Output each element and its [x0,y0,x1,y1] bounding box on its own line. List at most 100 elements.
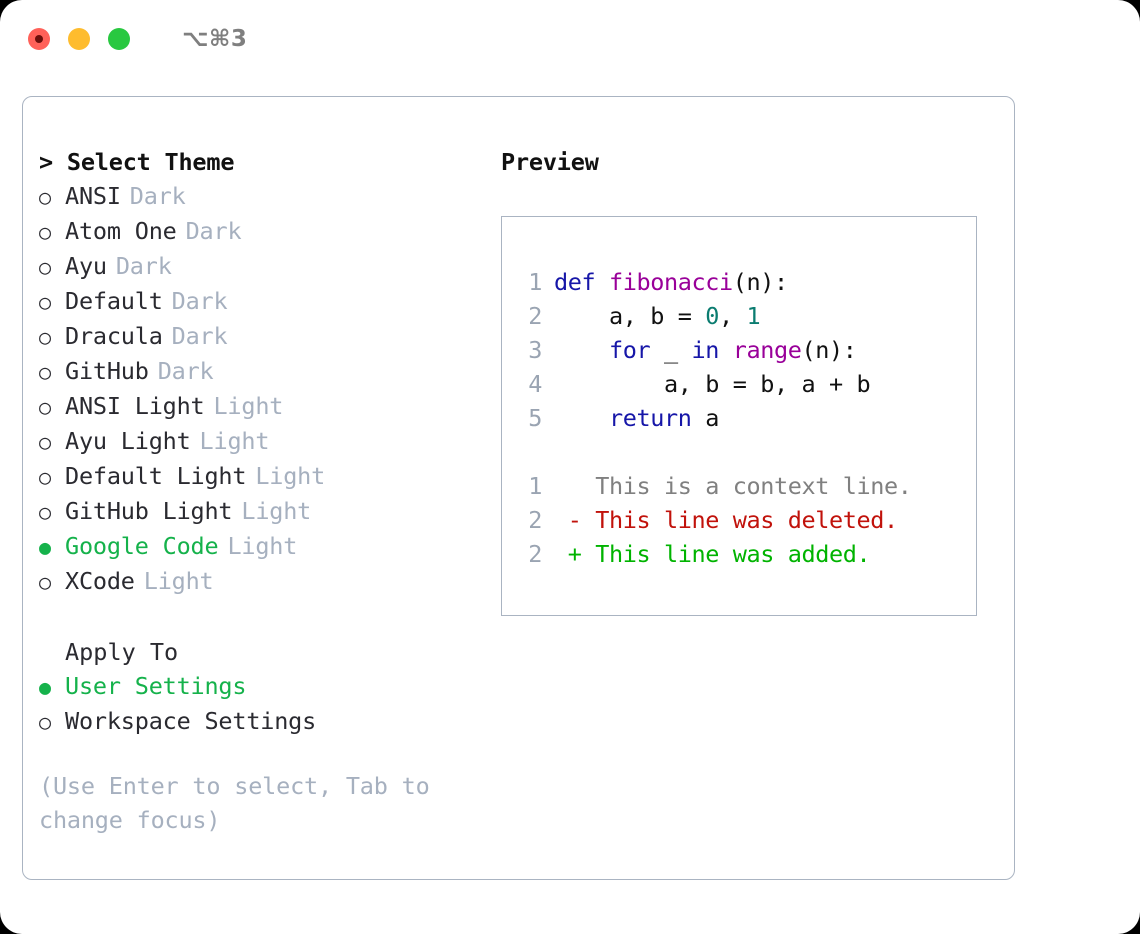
line-number: 3 [528,336,542,364]
hint-spacer [39,739,499,769]
theme-picker-column: > Select Theme ○ ANSI Dark ○ Atom One Da… [39,145,499,837]
theme-option-suffix: Light [199,427,270,455]
radio-icon[interactable]: ○ [39,220,51,244]
theme-option-github-dark[interactable]: ○ GitHub Dark [39,354,499,389]
diff-text: This is a context line. [581,472,912,500]
theme-option-google-code-light[interactable]: ● Google Code Light [39,529,499,564]
title-bar: ⌥⌘3 [0,0,1140,78]
theme-option-label: ANSI Light [65,392,205,420]
line-number: 2 [528,540,542,568]
theme-option-ansi-dark[interactable]: ○ ANSI Dark [39,179,499,214]
theme-option-suffix: Dark [115,252,172,280]
theme-option-label: Default Light [65,462,247,490]
radio-icon[interactable]: ○ [39,465,51,489]
theme-option-suffix: Dark [185,217,242,245]
code-token: , [718,302,747,330]
theme-option-suffix: Dark [129,182,186,210]
theme-option-suffix: Light [227,532,298,560]
theme-list: ○ ANSI Dark ○ Atom One Dark ○ Ayu Dark ○… [39,179,499,599]
diff-marker [554,472,582,500]
radio-icon[interactable]: ○ [39,430,51,454]
diff-line: 2 - This line was deleted. [520,503,911,537]
theme-option-label: Google Code [65,532,219,560]
theme-option-atom-one-dark[interactable]: ○ Atom One Dark [39,214,499,249]
code-token: _ [650,336,692,364]
code-token: fibonacci [609,268,733,296]
apply-to-option-user-settings[interactable]: ● User Settings [39,669,499,704]
diff-text: This line was deleted. [581,506,898,534]
code-line: 2 a, b = 0, 1 [520,299,911,333]
theme-option-label: Default [65,287,163,315]
radio-icon-selected[interactable]: ● [39,675,51,699]
diff-line: 1 This is a context line. [520,469,912,503]
theme-option-suffix: Dark [171,322,228,350]
theme-option-ayu-light[interactable]: ○ Ayu Light Light [39,424,499,459]
code-token: (n): [732,268,788,296]
theme-option-label: ANSI [65,182,121,210]
theme-option-default-dark[interactable]: ○ Default Dark [39,284,499,319]
radio-icon[interactable]: ○ [39,325,51,349]
apply-to-option-label: Workspace Settings [65,707,317,735]
theme-option-default-light[interactable]: ○ Default Light Light [39,459,499,494]
apply-to-option-label: User Settings [65,672,247,700]
line-number: 4 [528,370,542,398]
keyboard-hint-text: (Use Enter to select, Tab to change focu… [39,772,444,834]
radio-icon[interactable]: ○ [39,395,51,419]
apply-to-list: ● User Settings ○ Workspace Settings [39,669,499,739]
maximize-button[interactable] [108,28,130,50]
theme-option-dracula-dark[interactable]: ○ Dracula Dark [39,319,499,354]
radio-icon[interactable]: ○ [39,185,51,209]
radio-icon[interactable]: ○ [39,570,51,594]
radio-icon[interactable]: ○ [39,710,51,734]
code-token [719,336,733,364]
minimize-button[interactable] [68,28,90,50]
heading-indent-spacer: ○ [39,635,65,669]
theme-option-ansi-light[interactable]: ○ ANSI Light Light [39,389,499,424]
code-blank-line [520,435,911,469]
theme-option-label: GitHub [65,357,149,385]
diff-line: 2 + This line was added. [520,537,911,571]
radio-icon[interactable]: ○ [39,360,51,384]
close-button[interactable] [28,28,50,50]
section-spacer [39,599,499,635]
theme-picker-heading: > Select Theme [39,148,235,176]
diff-text: This line was added. [581,540,871,568]
theme-option-label: Ayu Light [65,427,191,455]
theme-option-label: Atom One [65,217,177,245]
code-token: (n): [801,336,857,364]
code-token [554,336,609,364]
line-number: 1 [528,472,542,500]
theme-option-github-light[interactable]: ○ GitHub Light Light [39,494,499,529]
theme-option-xcode-light[interactable]: ○ XCode Light [39,564,499,599]
code-token: def [554,268,609,296]
radio-icon[interactable]: ○ [39,290,51,314]
theme-option-label: XCode [65,567,135,595]
code-line: 4 a, b = b, a + b [520,367,911,401]
code-token: range [732,336,802,364]
diff-marker: + [554,540,582,568]
code-token: a, b = [554,302,706,330]
code-token: in [691,336,720,364]
preview-heading: Preview [501,148,599,176]
radio-icon[interactable]: ○ [39,500,51,524]
window-controls [28,28,130,50]
apply-to-option-workspace-settings[interactable]: ○ Workspace Settings [39,704,499,739]
theme-option-suffix: Dark [157,357,214,385]
main-panel: > Select Theme ○ ANSI Dark ○ Atom One Da… [22,96,1015,880]
theme-option-suffix: Light [213,392,284,420]
apply-to-heading-label: Apply To [65,638,179,666]
code-line: 3 for _ in range(n): [520,333,911,367]
theme-option-label: GitHub Light [65,497,233,525]
radio-icon-selected[interactable]: ● [39,535,51,559]
line-number: 5 [528,404,542,432]
theme-option-suffix: Light [143,567,214,595]
code-token: 0 [705,302,719,330]
radio-icon[interactable]: ○ [39,255,51,279]
theme-option-ayu-dark[interactable]: ○ Ayu Dark [39,249,499,284]
code-token [554,404,609,432]
